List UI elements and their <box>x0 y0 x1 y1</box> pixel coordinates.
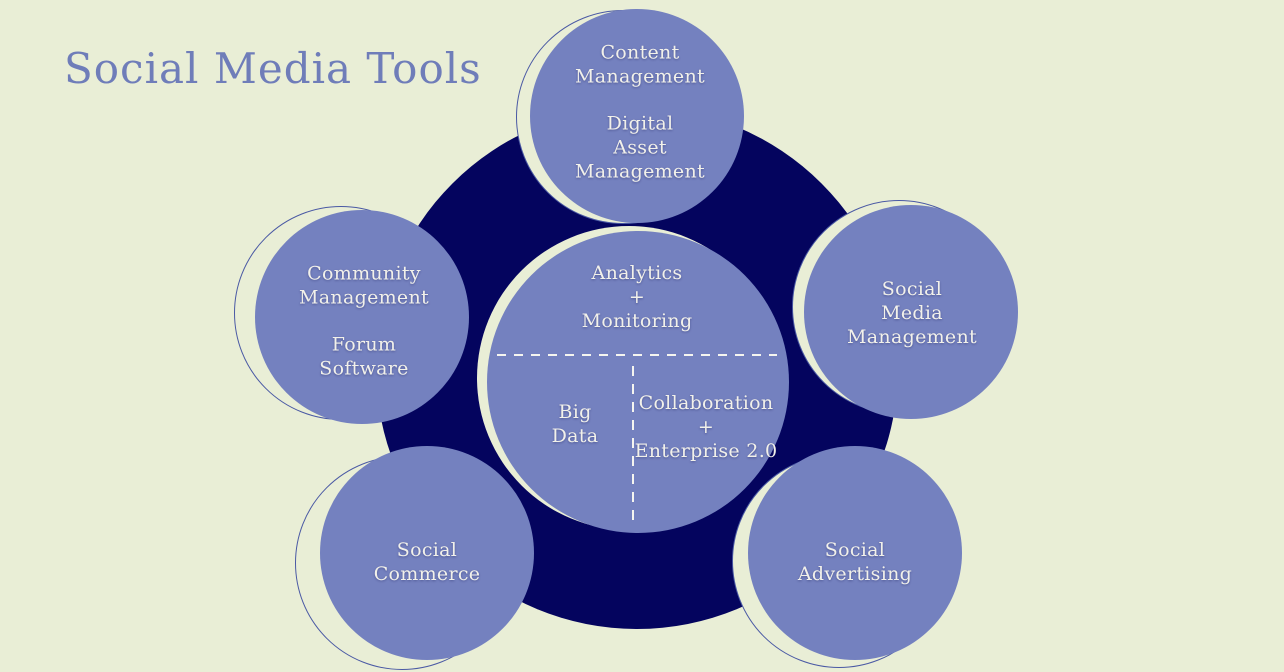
label-line: Management <box>575 160 705 183</box>
hub-circle <box>487 231 789 533</box>
label-line: Management <box>847 326 977 348</box>
bubble-social-media-management <box>804 205 1018 419</box>
bubble-social-media-management-label: Social Media Management <box>847 277 977 349</box>
label-line: Social <box>881 278 943 300</box>
label-line: + <box>628 286 646 308</box>
label-line: Enterprise 2.0 <box>634 440 778 462</box>
label-line: Content <box>600 41 680 64</box>
label-line: Community <box>307 262 421 285</box>
label-line: Forum <box>331 333 397 356</box>
label-line: Software <box>319 357 409 380</box>
label-line: Collaboration <box>638 392 774 414</box>
bubble-community-management-label: Community Management Forum Software <box>299 262 429 381</box>
bubble-social-commerce-label: Social Commerce <box>374 538 481 586</box>
bubble-social-advertising <box>748 446 962 660</box>
label-line: Digital <box>606 112 674 135</box>
label-line: Social <box>824 539 886 561</box>
label-line: Management <box>575 65 705 88</box>
label-line: Monitoring <box>581 310 693 332</box>
label-line: Advertising <box>797 563 913 585</box>
label-line: Asset <box>613 136 667 159</box>
label-line: Commerce <box>373 563 481 585</box>
label-line: + <box>697 416 715 438</box>
hub-section-big-data: Big Data <box>552 400 599 448</box>
label-line: Social <box>396 539 458 561</box>
bubble-social-advertising-label: Social Advertising <box>798 538 912 586</box>
hub-section-collaboration-enterprise: Collaboration + Enterprise 2.0 <box>635 391 778 463</box>
label-line: Analytics <box>591 262 683 284</box>
bubble-content-management <box>530 9 744 223</box>
bubble-social-commerce <box>320 446 534 660</box>
label-line: Data <box>551 425 599 447</box>
hub-divider-vertical <box>632 366 634 524</box>
hub-section-analytics-monitoring: Analytics + Monitoring <box>582 261 693 333</box>
diagram-title: Social Media Tools <box>64 44 482 93</box>
label-line: Media <box>881 302 943 324</box>
label-line: Big <box>558 401 592 423</box>
bubble-content-management-label: Content Management Digital Asset Managem… <box>575 41 705 184</box>
hub-divider-horizontal <box>497 354 777 356</box>
label-line: Management <box>299 286 429 309</box>
bubble-community-management <box>255 210 469 424</box>
